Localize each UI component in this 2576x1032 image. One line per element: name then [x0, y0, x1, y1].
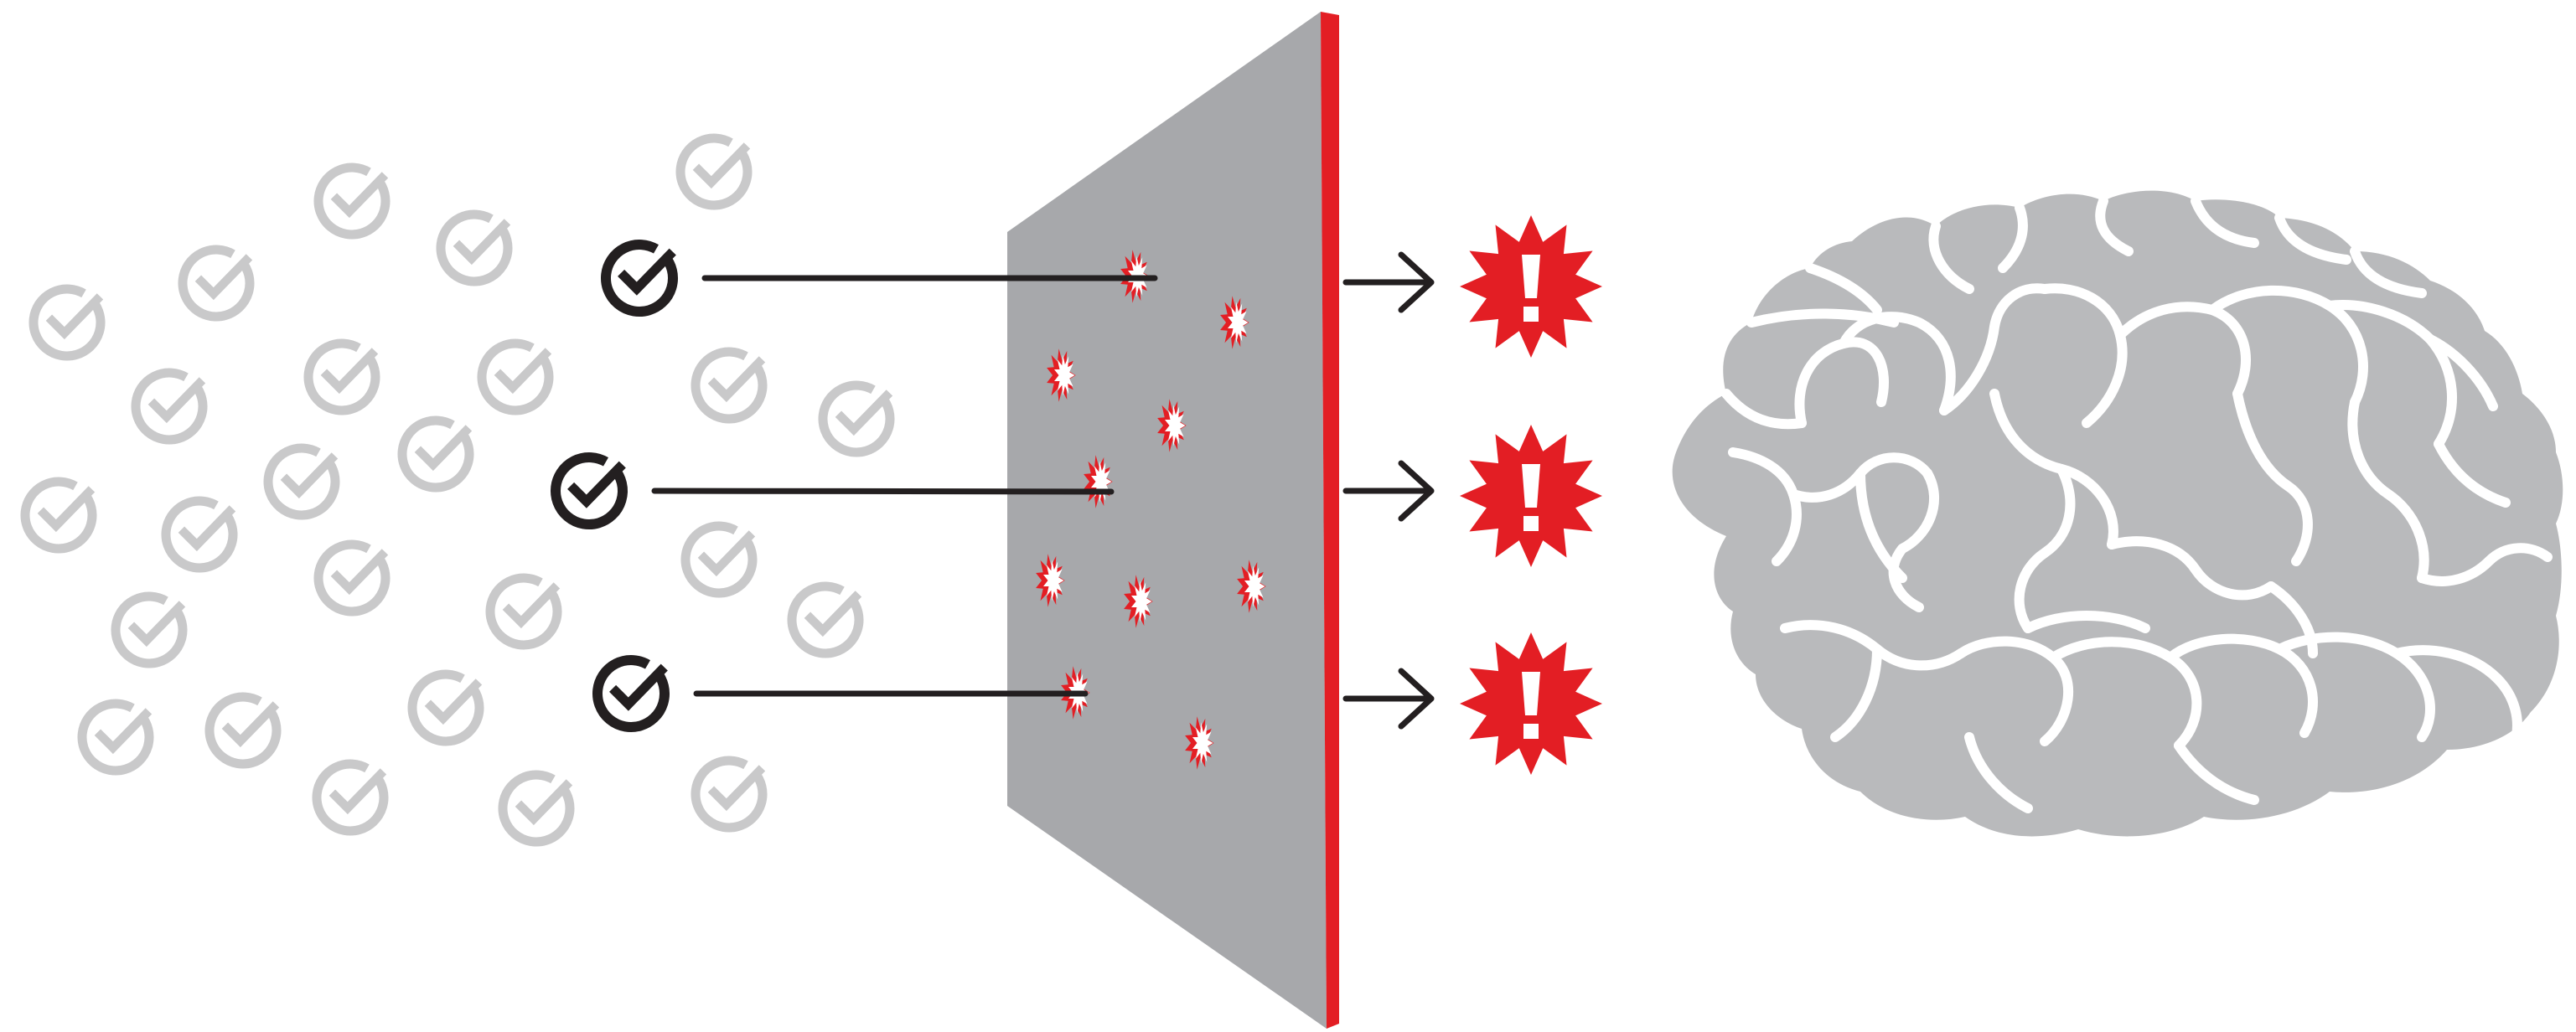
arrow-right-icon [1346, 463, 1431, 519]
check-circle-icon [482, 343, 549, 410]
exclamation-burst-icon [1460, 425, 1602, 567]
check-circle-icon [25, 482, 92, 549]
panel-face [1007, 12, 1327, 1029]
check-circle-icon [823, 385, 890, 452]
check-circle-icon [34, 289, 101, 356]
brain-shape [1673, 191, 2563, 837]
alerts-group [1460, 215, 1602, 775]
check-circle-icon [556, 457, 623, 524]
check-circle-icon [490, 578, 557, 645]
arrows-group [1346, 255, 1431, 726]
exclamation-dot [1523, 307, 1539, 322]
brain-icon [1673, 191, 2563, 837]
exclamation-burst-icon [1460, 215, 1602, 358]
filter-panel [1007, 12, 1339, 1029]
check-circle-icon [116, 596, 183, 663]
check-circle-icon [792, 586, 859, 653]
trajectory-line [654, 491, 1111, 492]
exclamation-dot [1523, 724, 1539, 739]
check-circle-icon [183, 250, 250, 317]
arrow-right-icon [1346, 255, 1431, 310]
check-circle-icon [696, 761, 763, 828]
exclamation-burst-icon [1460, 632, 1602, 775]
check-circle-icon [318, 544, 385, 611]
arrow-right-icon [1346, 671, 1431, 726]
check-circle-icon [441, 214, 508, 281]
check-circle-icon [685, 526, 753, 593]
check-circle-icon [318, 168, 385, 235]
check-circle-icon [166, 501, 233, 568]
check-circle-icon [209, 697, 277, 764]
check-circle-icon [402, 421, 469, 488]
check-circle-icon [412, 674, 479, 741]
check-circle-icon [82, 704, 149, 771]
check-circle-icon [503, 775, 570, 842]
exclamation-dot [1523, 516, 1539, 531]
check-circle-icon [308, 343, 375, 410]
check-circle-icon [597, 660, 665, 727]
check-circle-icon [136, 373, 203, 440]
check-circle-icon [268, 448, 335, 515]
check-circle-icon [696, 352, 763, 419]
check-circle-icon [606, 245, 673, 312]
check-circle-icon [680, 138, 747, 205]
check-circle-icon [317, 764, 384, 831]
